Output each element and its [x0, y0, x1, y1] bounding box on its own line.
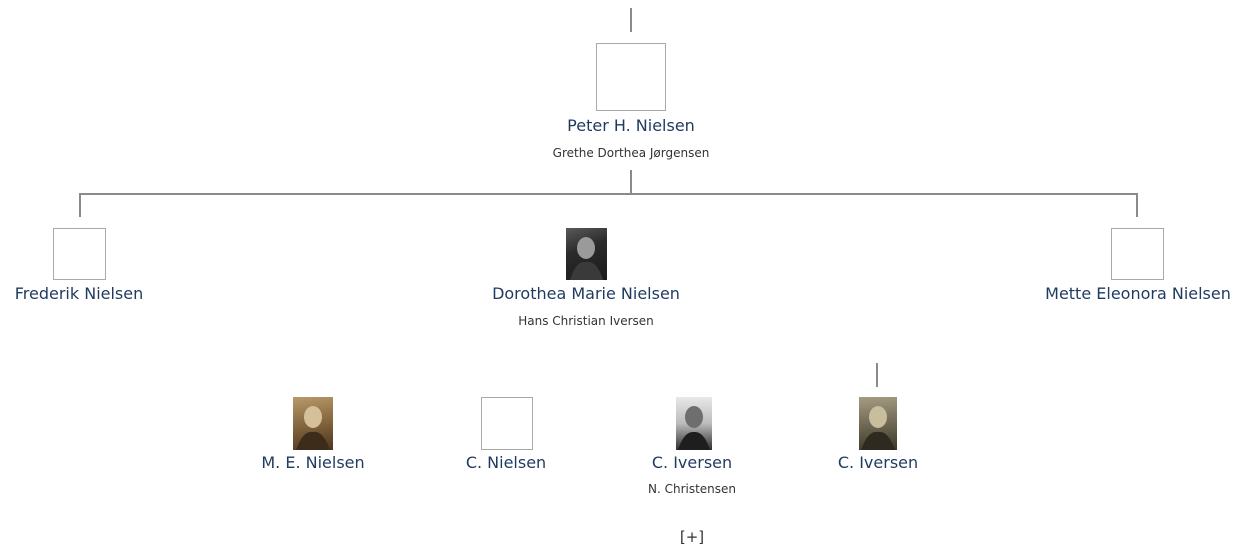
root-person-spouse[interactable]: Grethe Dorthea Jørgensen [552, 146, 710, 160]
root-person-name[interactable]: Peter H. Nielsen [567, 116, 695, 135]
grandchild-c-iversen-1-spouse[interactable]: N. Christensen [647, 482, 737, 496]
grandchild-c-nielsen-name[interactable]: C. Nielsen [465, 453, 547, 472]
grandchild-c-iversen-1-name[interactable]: C. Iversen [651, 453, 733, 472]
child-dorothea-spouse[interactable]: Hans Christian Iversen [518, 314, 654, 328]
grandchild-me-nielsen-name[interactable]: M. E. Nielsen [261, 453, 365, 472]
child-frederik-photo-frame[interactable] [53, 228, 106, 280]
connector-line-left-child [79, 193, 81, 217]
connector-line-horizontal [79, 193, 1138, 195]
child-dorothea-name[interactable]: Dorothea Marie Nielsen [492, 284, 680, 303]
connector-line-grandchild [876, 363, 878, 387]
grandchild-c-nielsen-photo-frame[interactable] [481, 397, 533, 450]
child-frederik-name[interactable]: Frederik Nielsen [14, 284, 144, 303]
grandchild-c-iversen-2-name[interactable]: C. Iversen [837, 453, 919, 472]
expand-toggle[interactable]: [+] [679, 528, 705, 546]
grandchild-c-iversen-1-portrait-photo[interactable] [676, 397, 712, 450]
portrait-silhouette-icon [296, 406, 330, 450]
grandchild-me-nielsen-portrait-photo[interactable] [293, 397, 333, 450]
child-mette-photo-frame[interactable] [1111, 228, 1164, 280]
portrait-silhouette-icon [678, 406, 710, 450]
connector-line-top [630, 8, 632, 32]
child-dorothea-portrait-photo[interactable] [566, 228, 607, 280]
root-person-photo-frame[interactable] [596, 43, 666, 111]
connector-line-root-down [630, 170, 632, 194]
grandchild-c-iversen-2-portrait-photo[interactable] [859, 397, 897, 450]
child-mette-name[interactable]: Mette Eleonora Nielsen [1045, 284, 1231, 303]
connector-line-right-child [1136, 193, 1138, 217]
portrait-silhouette-icon [570, 237, 603, 280]
portrait-silhouette-icon [861, 406, 895, 450]
